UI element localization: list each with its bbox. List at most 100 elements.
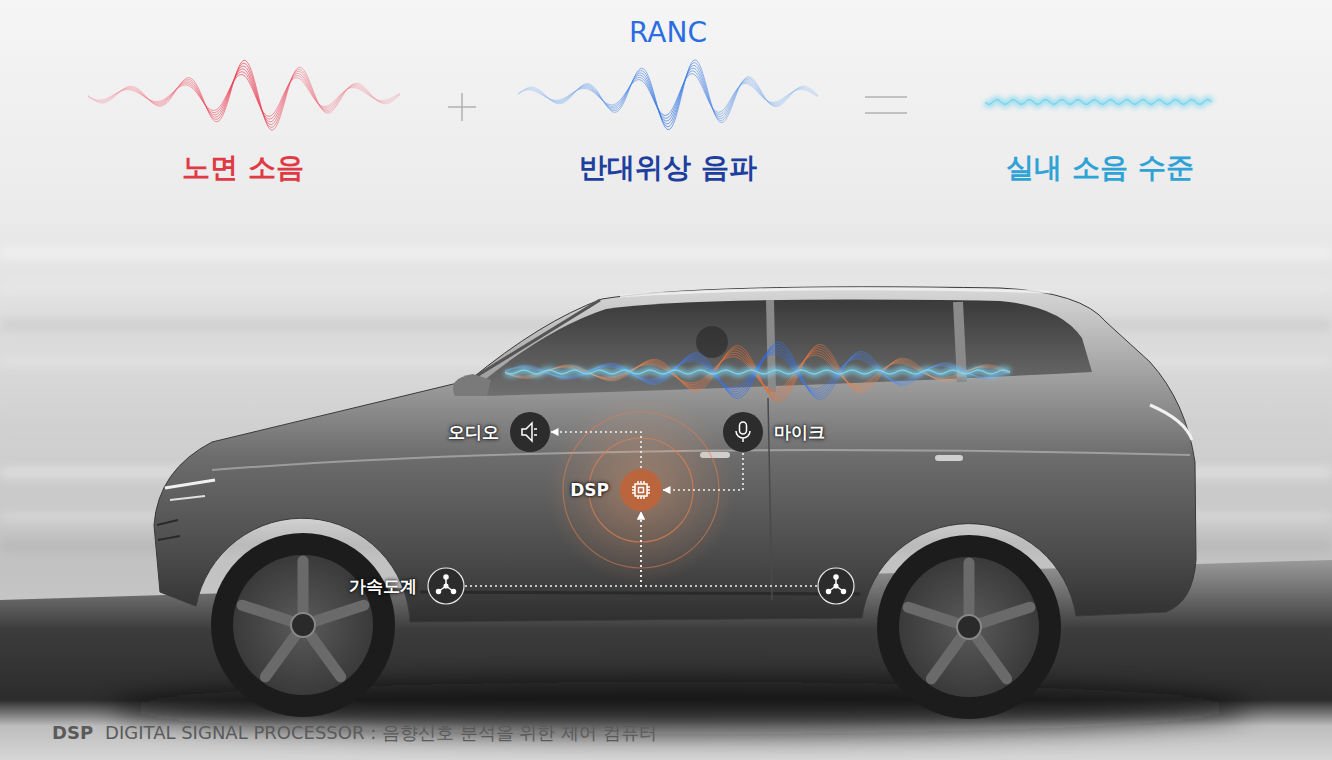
cabin-anti-wave xyxy=(505,349,1010,393)
anti-phase-wave xyxy=(518,68,818,121)
cabin-noise-wave xyxy=(505,351,1010,395)
rear-wheel xyxy=(982,607,1030,622)
dsp-chip: DSP xyxy=(570,468,663,512)
accelerometer xyxy=(817,567,855,605)
footnote-text: DIGITAL SIGNAL PROCESSOR : 음향신호 분석을 위한 제… xyxy=(105,722,657,744)
signal-connector xyxy=(663,453,743,490)
signal-connector xyxy=(641,512,817,586)
cabin-residual-wave xyxy=(505,370,1010,374)
cabin-noise-wave xyxy=(505,347,1010,400)
anti-phase-wave xyxy=(518,60,818,130)
dsp-chip-icon xyxy=(632,481,650,499)
accelerometer-icon xyxy=(428,568,464,604)
cabin-waves xyxy=(505,342,1010,402)
cabin-anti-wave xyxy=(505,352,1010,391)
front-wheel xyxy=(311,636,340,676)
wave-caption: 노면 소음 xyxy=(182,151,304,185)
car-details xyxy=(768,398,772,600)
cabin-noise-wave xyxy=(505,349,1010,397)
accelerometer-icon xyxy=(427,567,465,605)
operator-symbol xyxy=(448,93,907,121)
accelerometer: 가속도계 xyxy=(349,567,465,605)
cabin-noise-wave xyxy=(505,345,1010,402)
audio-speaker: 오디오 xyxy=(448,411,551,453)
rear-wheel xyxy=(977,638,1006,678)
rear-wheel xyxy=(908,607,956,622)
residual-noise-wave xyxy=(985,100,1212,105)
front-wheel xyxy=(291,613,315,637)
road-noise-wave xyxy=(88,75,400,117)
rear-wheel xyxy=(957,615,981,639)
cabin-residual-wave xyxy=(505,370,1010,374)
road-noise-wave xyxy=(88,63,400,127)
audio-speaker-icon xyxy=(522,423,537,441)
cabin-residual-wave xyxy=(505,370,1010,374)
rear-wheel xyxy=(908,563,1030,679)
front-wheel xyxy=(265,636,294,676)
motion-streaks xyxy=(0,285,1332,289)
front-wheel xyxy=(242,561,364,677)
dsp-chip-icon xyxy=(619,468,663,512)
car-details xyxy=(620,289,1050,296)
wave-equation xyxy=(88,60,1212,130)
car-details xyxy=(170,496,205,500)
cabin-noise-wave xyxy=(505,353,1010,392)
signal-connector xyxy=(551,432,641,468)
signal-connector xyxy=(465,512,641,586)
footnote-term: DSP xyxy=(52,722,93,744)
car-details xyxy=(453,374,491,396)
anti-phase-wave xyxy=(518,65,818,123)
rear-wheel xyxy=(964,563,975,613)
dsp-chip-icon xyxy=(620,469,662,511)
audio-speaker-icon xyxy=(509,411,551,453)
accelerometer-icon xyxy=(817,567,855,605)
operator-symbol xyxy=(865,96,907,98)
rear-wheel xyxy=(877,535,1061,719)
front-wheel xyxy=(316,605,364,620)
road-noise-wave xyxy=(88,60,400,130)
microphone: 마이크 xyxy=(722,411,825,453)
cabin-anti-wave xyxy=(505,342,1010,399)
cabin-noise-wave xyxy=(505,345,1010,402)
wave-caption: 실내 소음 수준 xyxy=(1006,151,1194,185)
rear-wheel xyxy=(899,557,1039,697)
anti-phase-wave xyxy=(518,74,818,116)
front-wheel xyxy=(211,533,395,717)
accelerometer-icon xyxy=(818,568,854,604)
front-wheel xyxy=(242,605,290,620)
residual-noise-wave xyxy=(985,100,1212,105)
road-noise-wave xyxy=(88,69,400,122)
component-label: 마이크 xyxy=(774,422,825,442)
accelerometer-icon xyxy=(437,575,456,594)
front-wheel xyxy=(211,533,395,717)
operator-symbol xyxy=(461,93,463,121)
cabin-residual-wave xyxy=(505,370,1010,374)
cabin-noise-wave xyxy=(505,355,1010,390)
component-label: DSP xyxy=(570,480,609,500)
front-wheel xyxy=(298,561,309,611)
operator-symbol xyxy=(865,112,907,114)
method-heading: RANC xyxy=(629,16,707,50)
component-label: 오디오 xyxy=(448,422,499,442)
car-details xyxy=(157,520,180,540)
component-label: 가속도계 xyxy=(349,576,417,596)
microphone-icon xyxy=(723,412,763,452)
anti-phase-wave xyxy=(518,60,818,130)
cabin-anti-wave xyxy=(505,354,1010,389)
car-details xyxy=(1150,405,1192,440)
anti-phase-wave xyxy=(518,63,818,127)
rear-wheel xyxy=(877,535,1061,719)
road-noise-wave xyxy=(88,72,400,119)
accelerometer-icon xyxy=(827,575,846,594)
road-noise-wave xyxy=(88,66,400,124)
motion-streaks xyxy=(0,250,1332,256)
rear-wheel xyxy=(931,638,960,678)
cabin-anti-wave xyxy=(505,342,1010,399)
residual-noise-wave xyxy=(985,100,1212,104)
car-details xyxy=(165,480,215,488)
residual-noise-wave xyxy=(985,100,1212,105)
